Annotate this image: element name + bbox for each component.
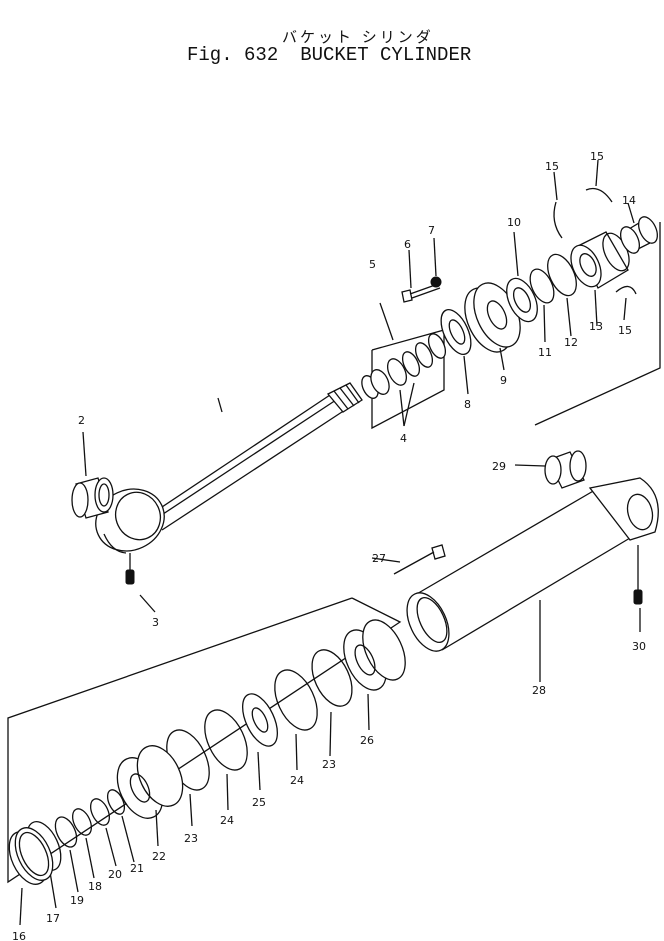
callout-3: 3	[152, 616, 159, 629]
callout-12: 12	[564, 336, 578, 349]
callout-7: 7	[428, 224, 435, 237]
ring-part-14	[619, 202, 659, 254]
callout-29: 29	[492, 460, 506, 473]
callout-16: 16	[12, 930, 26, 941]
callout-15-c: 15	[618, 324, 632, 337]
ring-part-23-upper	[311, 649, 353, 757]
callout-15-a: 15	[545, 160, 559, 173]
head-part-26	[343, 619, 406, 731]
ring-part-11	[529, 268, 555, 343]
callout-30: 30	[632, 640, 646, 653]
callout-23-lower: 23	[184, 832, 198, 845]
gland-part-13	[570, 231, 630, 327]
callout-26: 26	[360, 734, 374, 747]
cylinder-tube-part-28	[406, 477, 659, 682]
callout-15-b: 15	[590, 150, 604, 163]
callout-21: 21	[130, 862, 144, 875]
callout-8: 8	[464, 398, 471, 411]
bolt-part-6	[401, 249, 441, 303]
callout-labels: 2 3 4 5 6 7 8 9 10 11 12 13 14 15 15 15 …	[12, 150, 646, 941]
callout-19: 19	[70, 894, 84, 907]
callout-17: 17	[46, 912, 60, 925]
callout-14: 14	[622, 194, 636, 207]
grease-fitting-part-30	[633, 545, 643, 632]
callout-22: 22	[152, 850, 166, 863]
bushing-part-29	[514, 450, 587, 489]
ring-part-21	[106, 789, 135, 863]
callout-24-lower: 24	[220, 814, 234, 827]
plate-part-25	[242, 693, 278, 791]
title-japanese: バケット シリンダ	[282, 28, 434, 46]
ring-part-20	[89, 798, 117, 867]
grease-fitting-part-3	[125, 553, 156, 613]
callout-23-upper: 23	[322, 758, 336, 771]
flange-part-10	[506, 231, 538, 323]
ring-part-24-upper	[274, 669, 318, 771]
nut-part-22	[116, 745, 184, 847]
group-border-lower	[7, 597, 402, 884]
plate-part-8	[440, 309, 472, 395]
callout-5: 5	[369, 258, 376, 271]
callout-10: 10	[507, 216, 521, 229]
callout-2: 2	[78, 414, 85, 427]
bushing-part-2	[71, 431, 114, 519]
callout-20: 20	[108, 868, 122, 881]
callout-9: 9	[500, 374, 507, 387]
seal-part-16	[8, 827, 54, 926]
nut-part-7	[430, 237, 442, 288]
callout-6: 6	[404, 238, 411, 251]
figure-title: Fig. 632 BUCKET CYLINDER	[187, 44, 471, 66]
seal-group-part-4-5	[361, 302, 447, 430]
piston-rod	[95, 382, 363, 554]
callout-25: 25	[252, 796, 266, 809]
figure-number: Fig. 632	[187, 44, 279, 66]
callout-27: 27	[372, 552, 386, 565]
callout-11: 11	[538, 346, 552, 359]
ring-part-24-lower	[204, 709, 248, 811]
wire-part-15	[553, 159, 637, 321]
ring-part-18	[71, 808, 95, 879]
group-border-upper	[534, 222, 661, 426]
figure-name: BUCKET CYLINDER	[300, 44, 472, 66]
ring-part-19	[54, 816, 79, 893]
callout-18: 18	[88, 880, 102, 893]
callout-13: 13	[589, 320, 603, 333]
callout-24-upper: 24	[290, 774, 304, 787]
callout-4: 4	[400, 432, 407, 445]
callout-28: 28	[532, 684, 546, 697]
bolt-part-27	[371, 544, 446, 575]
